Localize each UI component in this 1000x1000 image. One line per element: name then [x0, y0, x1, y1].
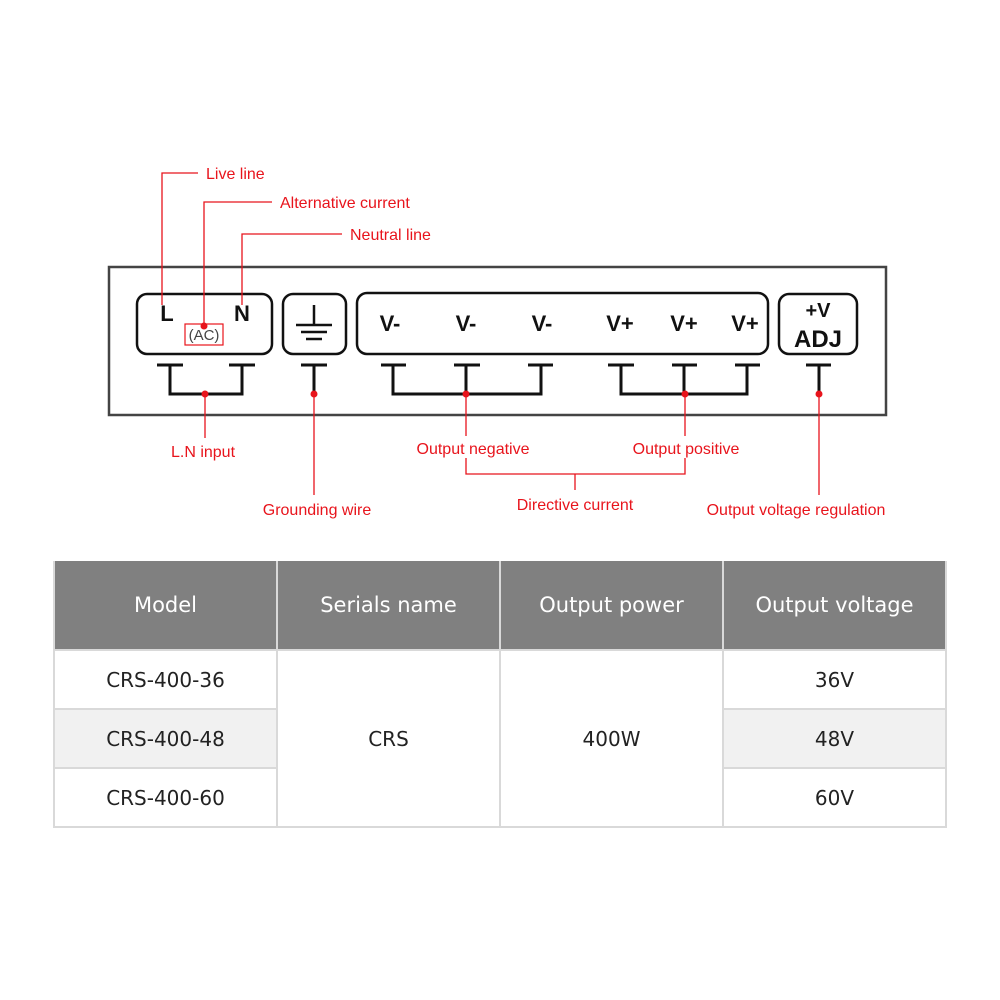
terminal-v-minus-2: V- — [456, 311, 477, 336]
header-output-power: Output power — [499, 561, 724, 651]
terminal-n-label: N — [234, 301, 250, 326]
terminal-v-minus-3: V- — [532, 311, 553, 336]
adj-top-label: +V — [805, 300, 831, 322]
model-spec-table: Model Serials name Output power Output v… — [53, 561, 947, 828]
cell-model: CRS-400-48 — [53, 708, 278, 769]
callout-grounding-wire: Grounding wire — [263, 502, 372, 519]
ground-icon — [296, 305, 332, 341]
callout-output-negative: Output negative — [417, 441, 530, 458]
header-serials-name: Serials name — [276, 561, 501, 651]
cell-model: CRS-400-36 — [53, 649, 278, 710]
cell-output-power: 400W — [499, 649, 724, 828]
callout-alternative-current: Alternative current — [280, 195, 410, 212]
callout-directive-current: Directive current — [517, 497, 634, 514]
adj-bottom-label: ADJ — [794, 326, 842, 353]
cell-output-voltage: 48V — [722, 708, 947, 769]
cell-serials-name: CRS — [276, 649, 501, 828]
terminal-v-plus-3: V+ — [731, 311, 759, 336]
header-model: Model — [53, 561, 278, 651]
callout-leaders — [161, 172, 820, 495]
voltage-adjust-block: +V ADJ — [777, 292, 859, 356]
callout-output-voltage-regulation: Output voltage regulation — [707, 502, 886, 519]
callout-dots — [200, 322, 823, 398]
terminal-v-plus-2: V+ — [670, 311, 698, 336]
callout-live-line: Live line — [206, 166, 265, 183]
ground-terminal-block — [281, 292, 348, 356]
ac-label: (AC) — [189, 327, 220, 344]
table-row: CRS-400-60 60V — [53, 767, 947, 828]
header-output-voltage: Output voltage — [722, 561, 947, 651]
callout-output-positive: Output positive — [633, 441, 740, 458]
callout-neutral-line: Neutral line — [350, 227, 431, 244]
cell-output-voltage: 36V — [722, 649, 947, 710]
terminal-v-plus-1: V+ — [606, 311, 634, 336]
callout-ln-input: L.N input — [171, 444, 236, 461]
dc-output-terminal-block: V- V- V- V+ V+ V+ — [355, 291, 770, 356]
table-row: CRS-400-36 CRS 400W 36V — [53, 649, 947, 828]
table-row: CRS-400-48 48V — [53, 708, 947, 769]
terminal-v-minus-1: V- — [380, 311, 401, 336]
cell-model: CRS-400-60 — [53, 767, 278, 828]
terminal-wiring-diagram: L N (AC) V- V- V- V+ V+ V+ +V ADJ — [107, 166, 888, 519]
terminal-l-label: L — [160, 301, 173, 326]
cell-output-voltage: 60V — [722, 767, 947, 828]
table-header-row: Model Serials name Output power Output v… — [53, 561, 947, 651]
